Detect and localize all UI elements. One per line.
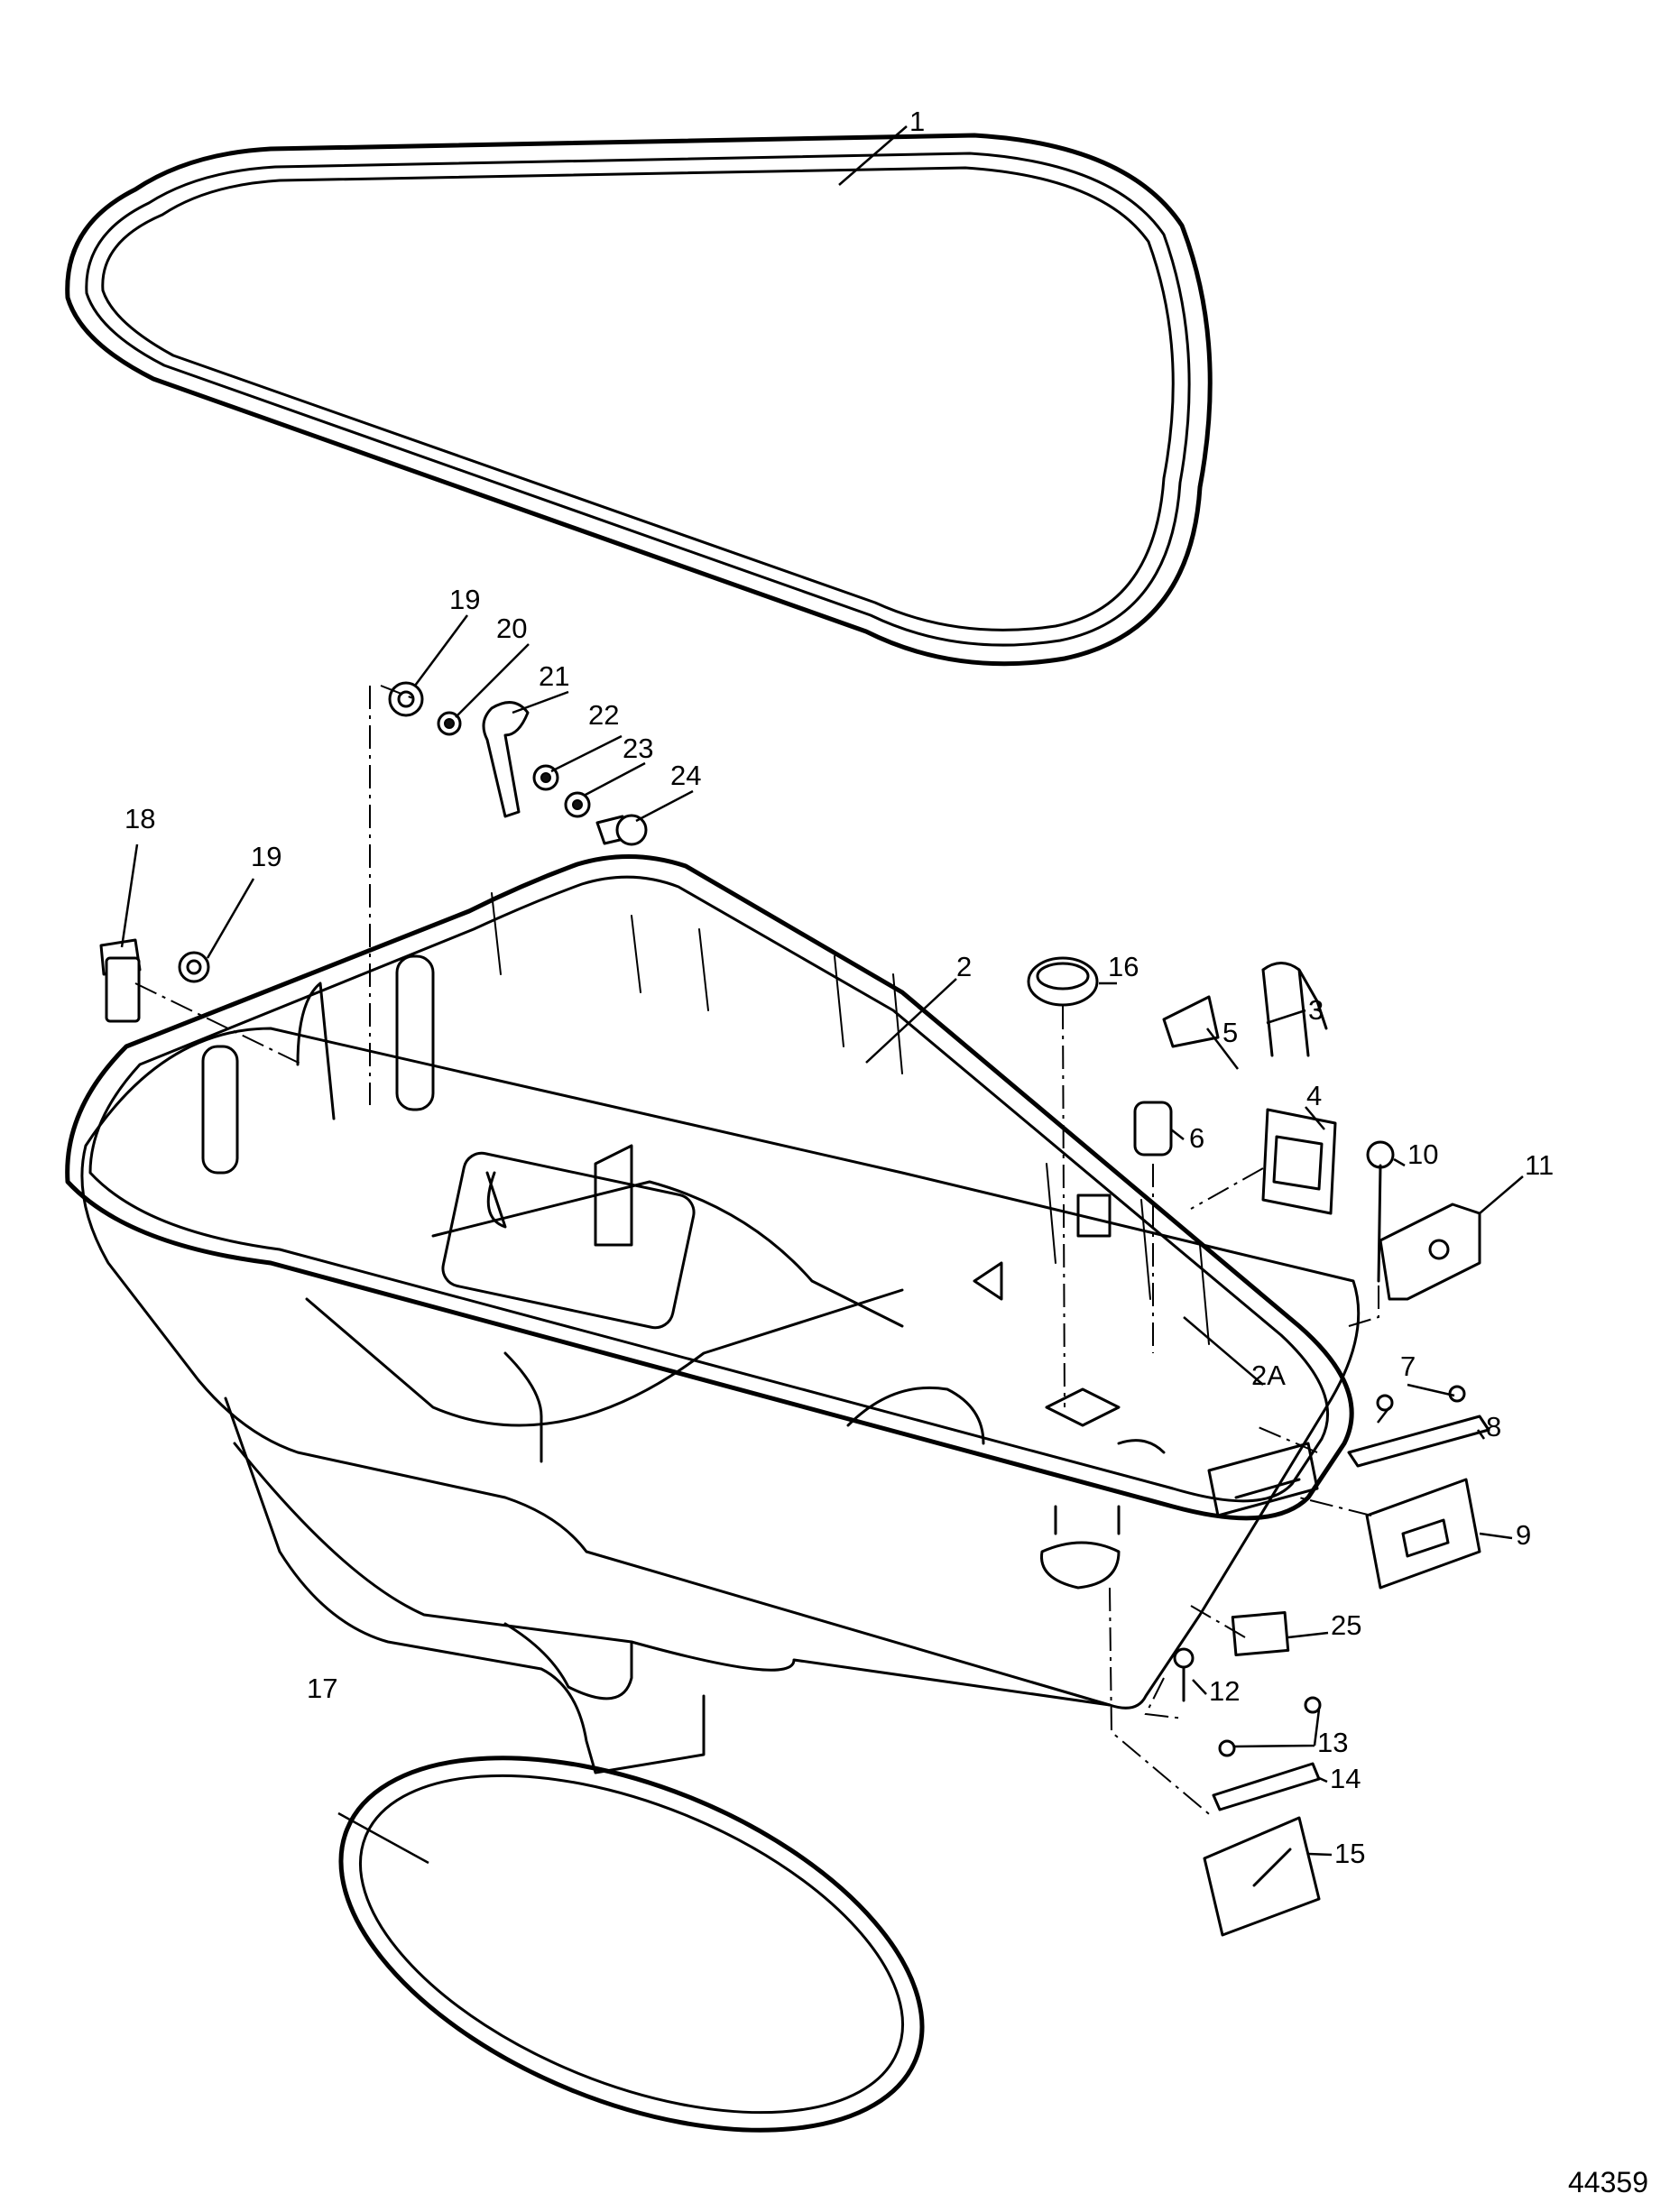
callout-15: 15 bbox=[1334, 1838, 1365, 1869]
callout-5: 5 bbox=[1222, 1017, 1238, 1048]
callout-6: 6 bbox=[1189, 1122, 1204, 1154]
callout-23: 23 bbox=[623, 733, 653, 764]
callout-8: 8 bbox=[1486, 1411, 1501, 1442]
callout-16: 16 bbox=[1108, 951, 1139, 982]
leader-lines bbox=[120, 125, 1524, 1865]
callout-11: 11 bbox=[1525, 1149, 1554, 1181]
part-2-bottom-cowl bbox=[65, 854, 1361, 1774]
callout-22: 22 bbox=[588, 699, 619, 731]
callout-17: 17 bbox=[307, 1673, 337, 1704]
callout-labels: 1 2 2A 3 4 5 6 7 8 9 10 11 12 13 14 15 1… bbox=[125, 106, 1554, 1869]
callout-9: 9 bbox=[1516, 1519, 1531, 1551]
callout-25: 25 bbox=[1331, 1609, 1361, 1641]
callout-13: 13 bbox=[1317, 1727, 1348, 1758]
callout-18: 18 bbox=[125, 803, 155, 834]
callout-19-lower: 19 bbox=[251, 841, 281, 872]
callout-3: 3 bbox=[1308, 994, 1324, 1026]
callout-10: 10 bbox=[1407, 1138, 1438, 1170]
callout-20: 20 bbox=[496, 613, 527, 644]
callout-21: 21 bbox=[539, 660, 569, 692]
callout-7: 7 bbox=[1400, 1350, 1416, 1382]
part-17-bottom-seal bbox=[338, 1756, 925, 2133]
callout-12: 12 bbox=[1209, 1675, 1240, 1707]
small-parts bbox=[99, 681, 1490, 1937]
callout-2: 2 bbox=[956, 951, 972, 982]
part-1-top-seal bbox=[65, 133, 1213, 667]
assembly-lines bbox=[134, 685, 1379, 1819]
callout-4: 4 bbox=[1306, 1080, 1322, 1111]
figure-number: 44359 bbox=[1568, 2166, 1648, 2198]
callout-2a: 2A bbox=[1251, 1359, 1286, 1391]
callout-14: 14 bbox=[1330, 1763, 1361, 1794]
callout-24: 24 bbox=[670, 760, 701, 791]
callout-19-upper: 19 bbox=[449, 584, 480, 615]
callout-1: 1 bbox=[909, 106, 925, 137]
